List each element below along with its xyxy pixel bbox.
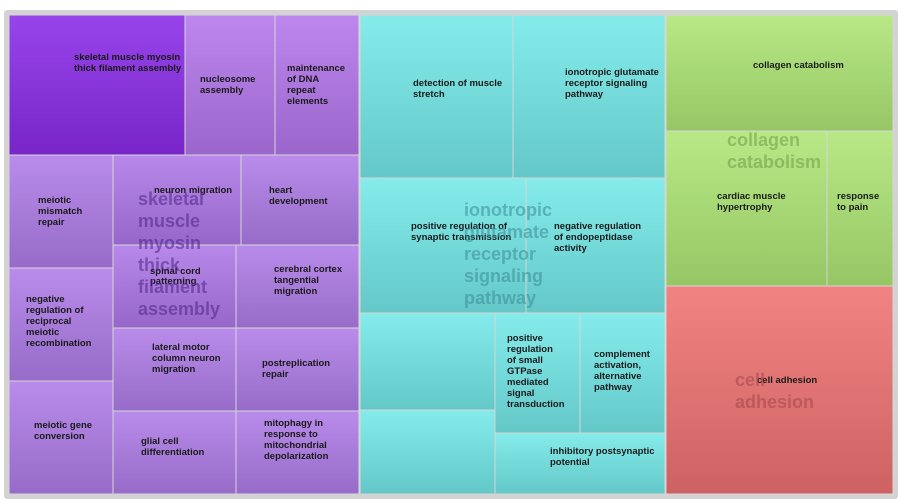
treemap-tile[interactable] <box>359 409 496 495</box>
treemap-tile[interactable] <box>359 177 527 314</box>
treemap-tile[interactable] <box>235 410 360 495</box>
treemap-tile[interactable] <box>112 410 237 495</box>
treemap-tile[interactable] <box>8 380 114 495</box>
treemap-tile[interactable] <box>274 14 360 156</box>
treemap-tile[interactable] <box>235 244 360 329</box>
treemap-tile[interactable] <box>579 312 666 434</box>
treemap-tile[interactable] <box>512 14 666 179</box>
treemap-tile[interactable] <box>112 327 237 412</box>
treemap-tile[interactable] <box>665 285 894 495</box>
treemap-tile[interactable] <box>8 154 114 269</box>
treemap-tile[interactable] <box>494 432 666 495</box>
treemap-tile[interactable] <box>235 327 360 412</box>
treemap-tile[interactable] <box>8 267 114 382</box>
tile-label: neuron migration <box>154 185 232 196</box>
tile-label: collagen catabolism <box>753 60 844 71</box>
treemap-tile[interactable] <box>665 130 828 287</box>
treemap-tile[interactable] <box>359 14 514 179</box>
tile-label: cell adhesion <box>757 375 817 386</box>
treemap-tile[interactable] <box>8 14 186 156</box>
treemap-tile[interactable] <box>112 154 242 246</box>
treemap-tile[interactable] <box>240 154 360 246</box>
treemap-tile[interactable] <box>184 14 276 156</box>
treemap-tile[interactable] <box>826 130 894 287</box>
treemap-tile[interactable] <box>359 312 496 411</box>
treemap-tile[interactable] <box>525 177 666 314</box>
treemap-tile[interactable] <box>494 312 581 434</box>
treemap-tile[interactable] <box>112 244 237 329</box>
treemap-tile[interactable] <box>665 14 894 132</box>
